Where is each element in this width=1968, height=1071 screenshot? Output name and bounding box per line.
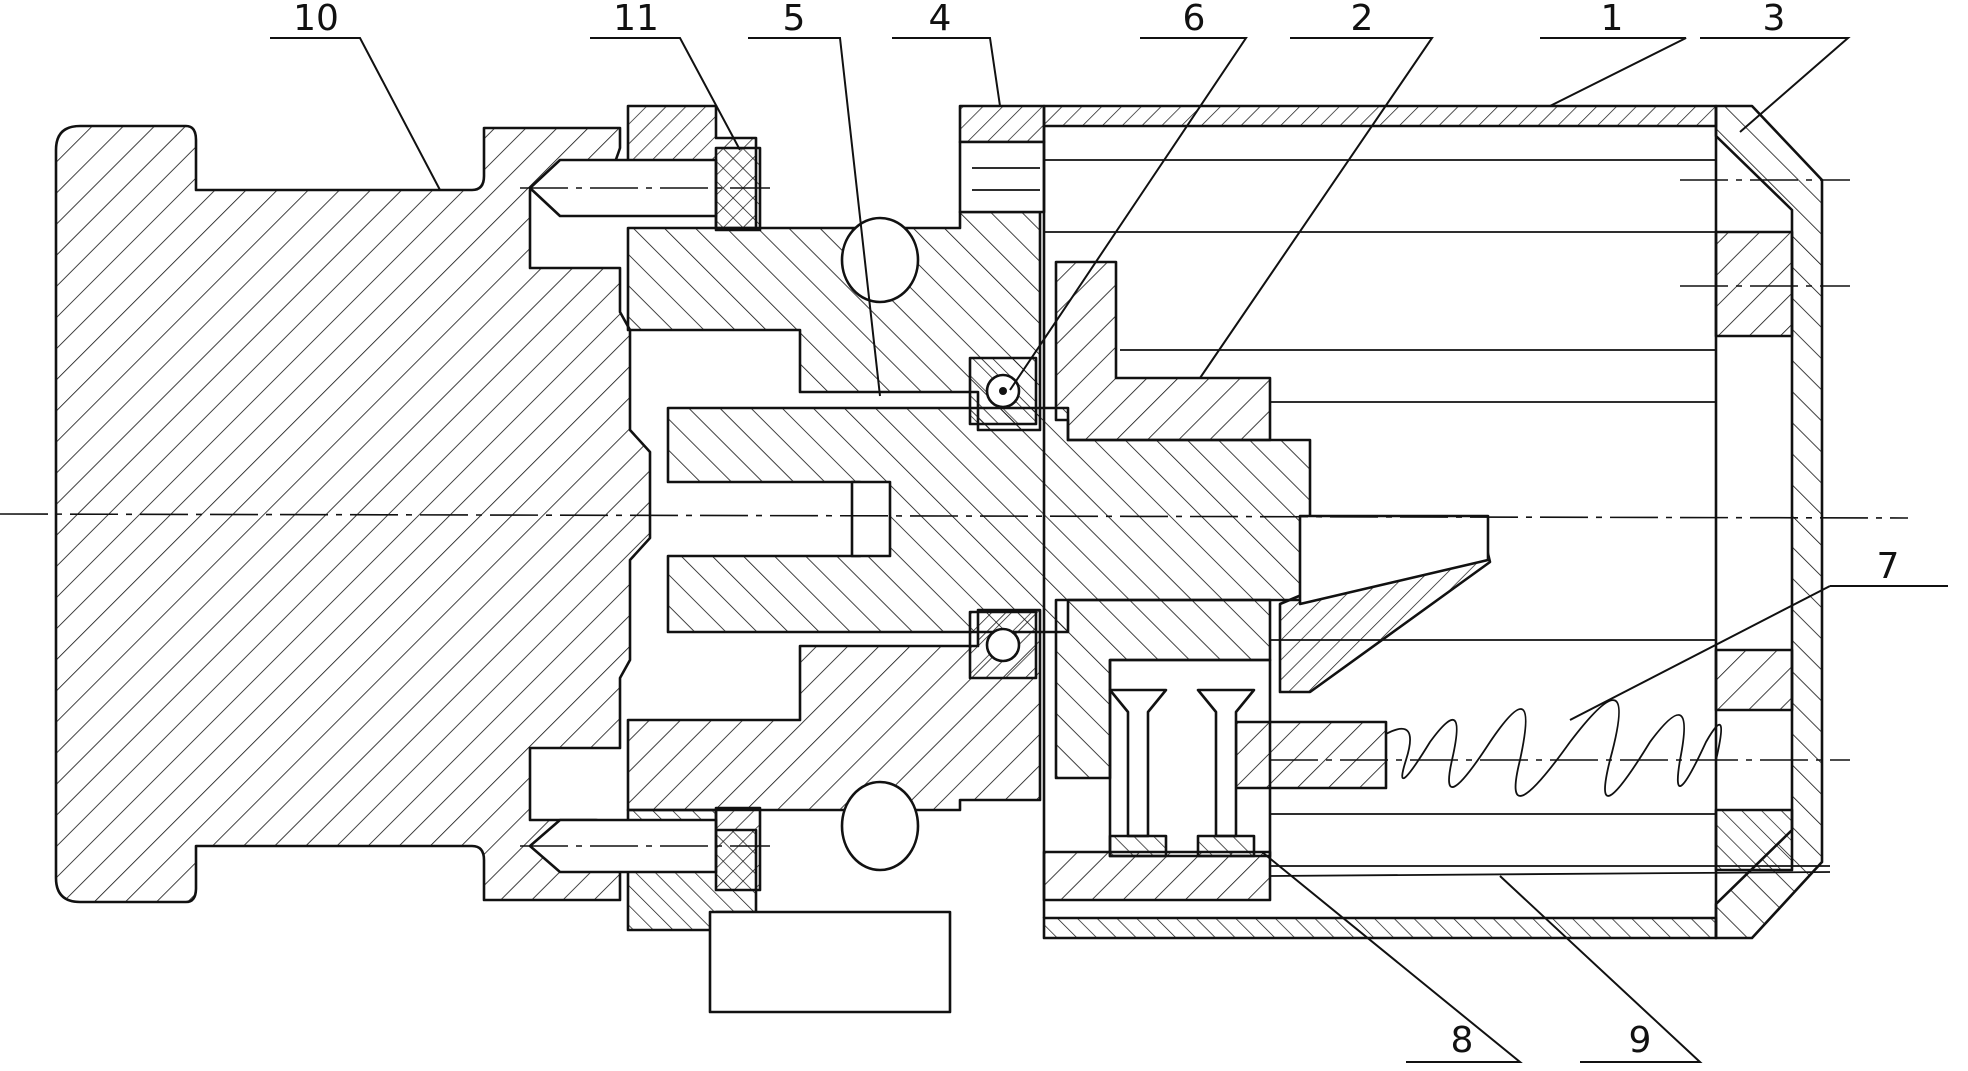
part-6-lower-bearing — [970, 612, 1036, 678]
label-part-7: 7 — [1877, 546, 1900, 587]
part-5-shaft — [668, 408, 1310, 632]
part-1-outer-sleeve-top — [1044, 106, 1716, 126]
part-6-upper-bearing — [970, 358, 1036, 424]
label-part-6: 6 — [1183, 0, 1206, 39]
end-cap-lower-boss — [1716, 810, 1792, 870]
part-7-spring — [1236, 700, 1850, 796]
label-part-8: 8 — [1451, 1020, 1474, 1061]
part-8-screw-left — [1110, 690, 1166, 856]
label-part-10: 10 — [293, 0, 339, 39]
label-part-9: 9 — [1629, 1020, 1652, 1061]
lower-oval-port — [842, 782, 918, 870]
label-part-11: 11 — [613, 0, 659, 39]
shaft-end-plug — [852, 482, 890, 556]
label-part-2: 2 — [1351, 0, 1374, 39]
label-part-1: 1 — [1601, 0, 1624, 39]
upper-oval-port — [842, 218, 918, 302]
part-9-guide-rod — [1044, 852, 1270, 900]
label-part-4: 4 — [929, 0, 952, 39]
label-part-5: 5 — [783, 0, 806, 39]
part-4-ring-body — [960, 142, 1044, 212]
label-part-3: 3 — [1763, 0, 1786, 39]
end-cap-upper-boss — [1716, 232, 1792, 336]
lower-clamp-block — [710, 912, 950, 1012]
end-cap-mid-boss — [1716, 650, 1792, 710]
part-1-outer-sleeve-bottom — [1044, 918, 1716, 938]
part-4-ring-top — [960, 106, 1044, 142]
part-2-rotor-hub — [1056, 262, 1270, 440]
